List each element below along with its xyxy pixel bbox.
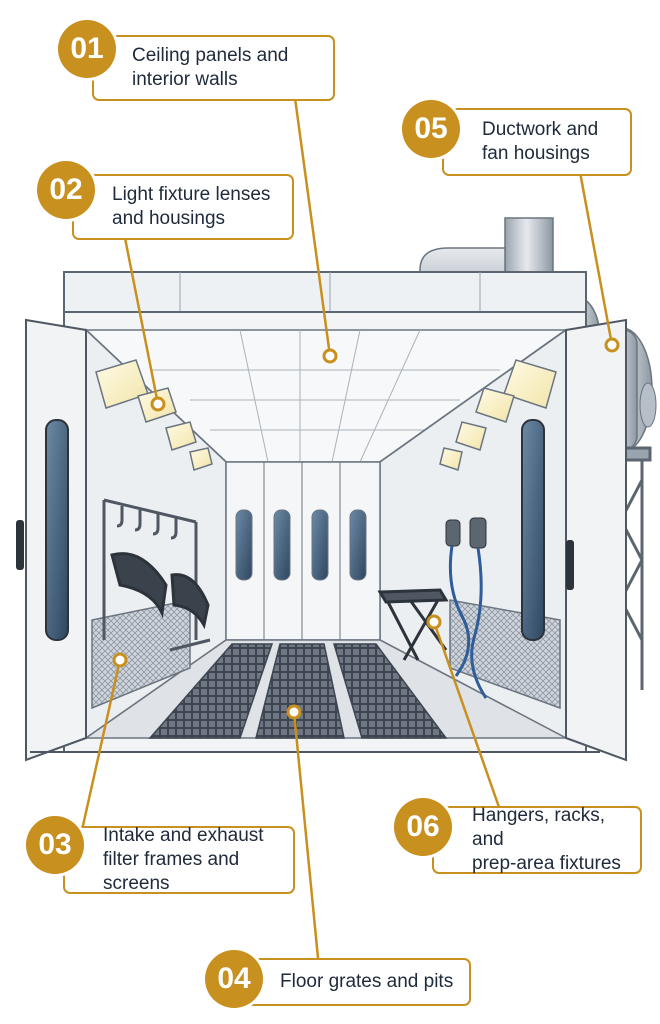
booth-structure — [16, 271, 627, 762]
target-dot-racks — [426, 614, 442, 630]
target-dots — [112, 337, 620, 720]
callout-04-badge: 04 — [205, 950, 263, 1008]
callout-02-text: Light fixture lenses and housings — [112, 184, 271, 229]
callout-04-label: Floor grates and pits — [240, 958, 471, 1006]
back-wall-doors — [235, 462, 367, 640]
target-dot-filters — [112, 652, 128, 668]
callout-02-badge: 02 — [37, 161, 95, 219]
callout-02-label: Light fixture lenses and housings — [72, 174, 294, 240]
callout-03-label: Intake and exhaust filter frames and scr… — [63, 825, 295, 894]
fan-motor — [639, 382, 657, 428]
target-dot-lights — [150, 396, 166, 412]
callout-06-badge: 06 — [394, 798, 452, 856]
left-door — [16, 318, 87, 762]
callout-06-label: Hangers, racks, and prep-area fixtures — [432, 805, 642, 874]
callout-06-text: Hangers, racks, and prep-area fixtures — [472, 805, 621, 874]
callout-05-label: Ductwork and fan housings — [442, 108, 632, 176]
air-regulators — [445, 517, 488, 699]
hanger-rack — [102, 498, 211, 652]
callout-01-label: Ceiling panels and interior walls — [92, 35, 335, 101]
callout-04-text: Floor grates and pits — [280, 971, 454, 992]
callout-05-text: Ductwork and fan housings — [482, 119, 599, 164]
callout-01-text: Ceiling panels and interior walls — [132, 45, 289, 90]
target-dot-floor — [286, 704, 302, 720]
right-door — [521, 318, 627, 762]
prep-table — [377, 588, 449, 661]
callout-05-badge: 05 — [402, 100, 460, 158]
leader-lines — [80, 97, 614, 959]
booth-header — [63, 271, 587, 313]
callout-03-badge: 03 — [26, 816, 84, 874]
callout-03-text: Intake and exhaust filter frames and scr… — [103, 825, 264, 894]
target-dot-ceiling — [322, 348, 338, 364]
target-dot-duct — [604, 337, 620, 353]
callout-01-badge: 01 — [58, 20, 116, 78]
floor-grates — [148, 643, 448, 739]
